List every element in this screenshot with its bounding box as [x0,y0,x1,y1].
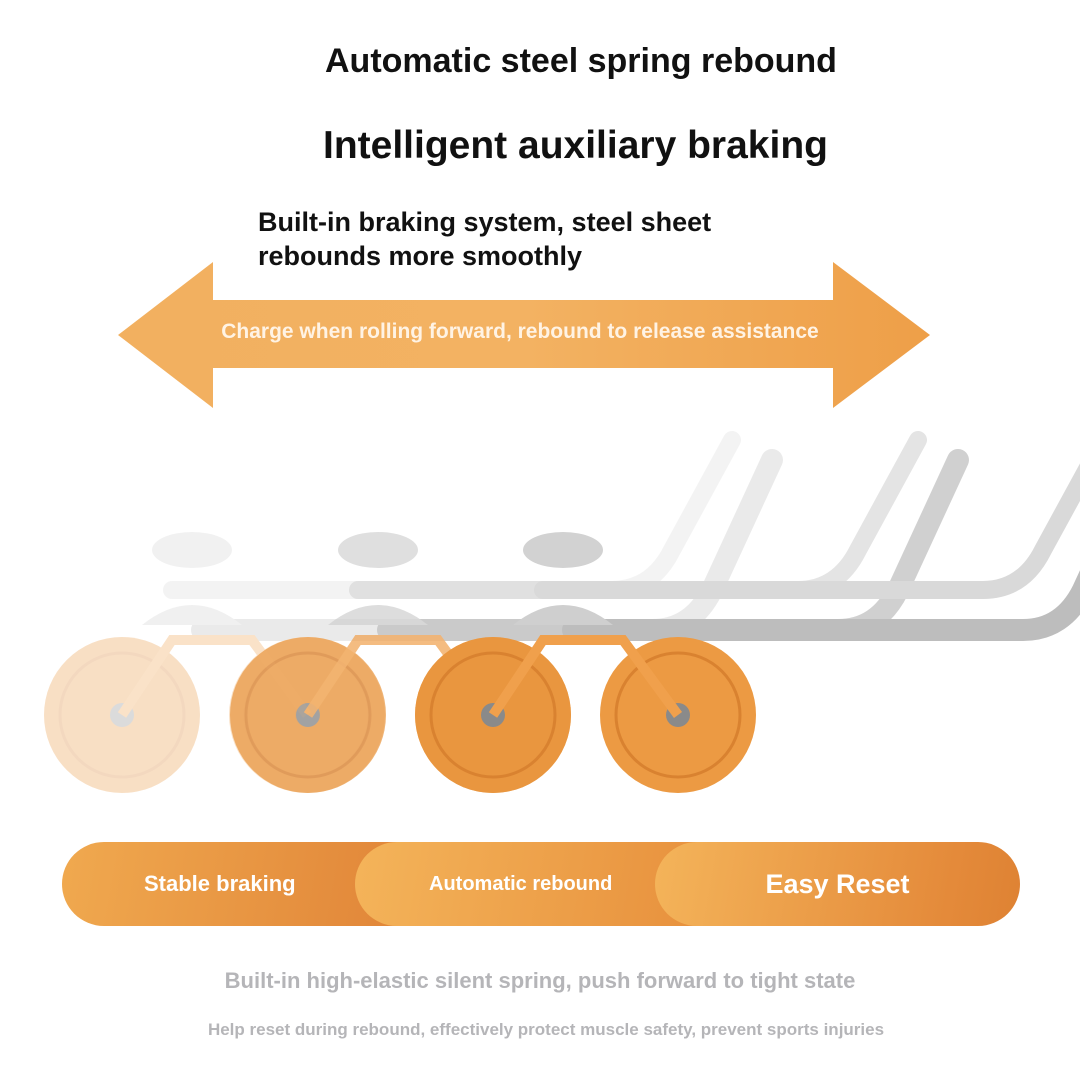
arrow-caption: Charge when rolling forward, rebound to … [221,320,819,343]
footer-line-1: Built-in high-elastic silent spring, pus… [224,968,856,993]
subtitle: Built-in braking system, steel sheet reb… [258,207,712,271]
feature-pill-easy-reset: Easy Reset [655,842,1020,926]
headline: Automatic steel spring rebound [325,42,837,80]
title: Intelligent auxiliary braking [323,124,828,167]
footer-line-2: Help reset during rebound, effectively p… [207,1020,885,1039]
double-arrow-icon [118,262,930,408]
ab-roller-product-image [0,400,1080,820]
